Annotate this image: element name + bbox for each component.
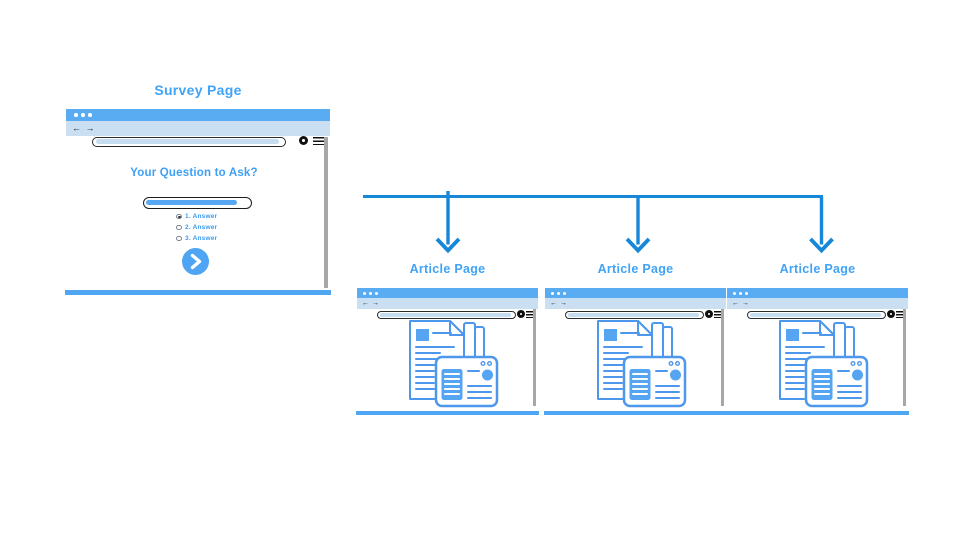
survey-question: Your Question to Ask? (130, 167, 258, 179)
article-window-2: ← → (544, 288, 727, 415)
url-bar[interactable] (565, 310, 704, 319)
menu-icon[interactable] (313, 136, 324, 145)
window-title-bar (66, 109, 330, 121)
browser-toolbar: ← → (727, 298, 908, 319)
scrollbar[interactable] (324, 137, 328, 288)
nav-arrows[interactable]: ← → (72, 124, 96, 133)
account-icon[interactable] (517, 310, 525, 318)
window-footer-bar (356, 411, 539, 415)
url-bar-fill (750, 312, 881, 317)
forward-arrow-icon[interactable]: → (741, 300, 750, 307)
url-bar-fill (380, 312, 511, 317)
url-bar[interactable] (747, 310, 886, 319)
article-window-3: ← → (726, 288, 909, 415)
account-icon[interactable] (705, 310, 713, 318)
scrollbar[interactable] (903, 309, 906, 406)
url-bar[interactable] (377, 310, 516, 319)
account-icon[interactable] (887, 310, 895, 318)
forward-arrow-icon[interactable]: → (85, 123, 96, 133)
answer-input[interactable] (143, 197, 252, 209)
nav-arrows[interactable]: ← → (732, 300, 749, 307)
article-documents-illustration (596, 319, 687, 408)
answer-input-fill (146, 199, 237, 206)
answer-label: 3. Answer (185, 235, 218, 242)
scrollbar[interactable] (533, 309, 536, 406)
article-documents-illustration (778, 319, 869, 408)
answer-label: 2. Answer (185, 224, 218, 231)
window-controls-icon (733, 291, 748, 295)
forward-arrow-icon[interactable]: → (371, 300, 380, 307)
window-footer-bar (65, 290, 331, 295)
article-page-title-2: Article Page (597, 262, 674, 276)
answer-option-3[interactable]: 3. Answer (176, 235, 217, 243)
survey-window: ← → Your Question to Ask? 1. Answer 2. A… (65, 109, 331, 295)
browser-toolbar: ← → (357, 298, 538, 319)
next-button[interactable] (182, 248, 209, 275)
nav-arrows[interactable]: ← → (362, 300, 379, 307)
window-footer-bar (544, 411, 727, 415)
window-footer-bar (726, 411, 909, 415)
back-arrow-icon[interactable]: ← (550, 300, 558, 307)
window-controls-icon (74, 113, 92, 117)
url-bar-fill (96, 139, 279, 144)
url-bar[interactable] (92, 136, 286, 147)
answer-option-2[interactable]: 2. Answer (176, 224, 217, 232)
back-arrow-icon[interactable]: ← (362, 300, 370, 307)
menu-icon[interactable] (526, 310, 535, 318)
radio-selected-icon[interactable] (176, 213, 182, 220)
article-page-title-3: Article Page (779, 262, 856, 276)
account-icon[interactable] (299, 136, 308, 145)
forward-arrow-icon[interactable]: → (559, 300, 568, 307)
menu-icon[interactable] (714, 310, 723, 318)
article-documents-illustration (408, 319, 499, 408)
window-title-bar (545, 288, 726, 298)
radio-icon[interactable] (176, 235, 182, 242)
browser-toolbar: ← → (66, 121, 330, 147)
window-title-bar (357, 288, 538, 298)
nav-arrows[interactable]: ← → (550, 300, 567, 307)
article-page-title-1: Article Page (409, 262, 486, 276)
survey-page-title: Survey Page (154, 82, 242, 98)
menu-icon[interactable] (896, 310, 905, 318)
article-window-1: ← → (356, 288, 539, 415)
back-arrow-icon[interactable]: ← (72, 123, 82, 133)
url-bar-fill (568, 312, 699, 317)
answer-option-1[interactable]: 1. Answer (176, 213, 217, 221)
chevron-right-icon (190, 253, 202, 270)
radio-icon[interactable] (176, 224, 182, 231)
scrollbar[interactable] (721, 309, 724, 406)
browser-toolbar: ← → (545, 298, 726, 319)
back-arrow-icon[interactable]: ← (732, 300, 740, 307)
window-title-bar (727, 288, 908, 298)
window-controls-icon (363, 291, 378, 295)
answer-label: 1. Answer (185, 213, 218, 220)
window-controls-icon (551, 291, 566, 295)
